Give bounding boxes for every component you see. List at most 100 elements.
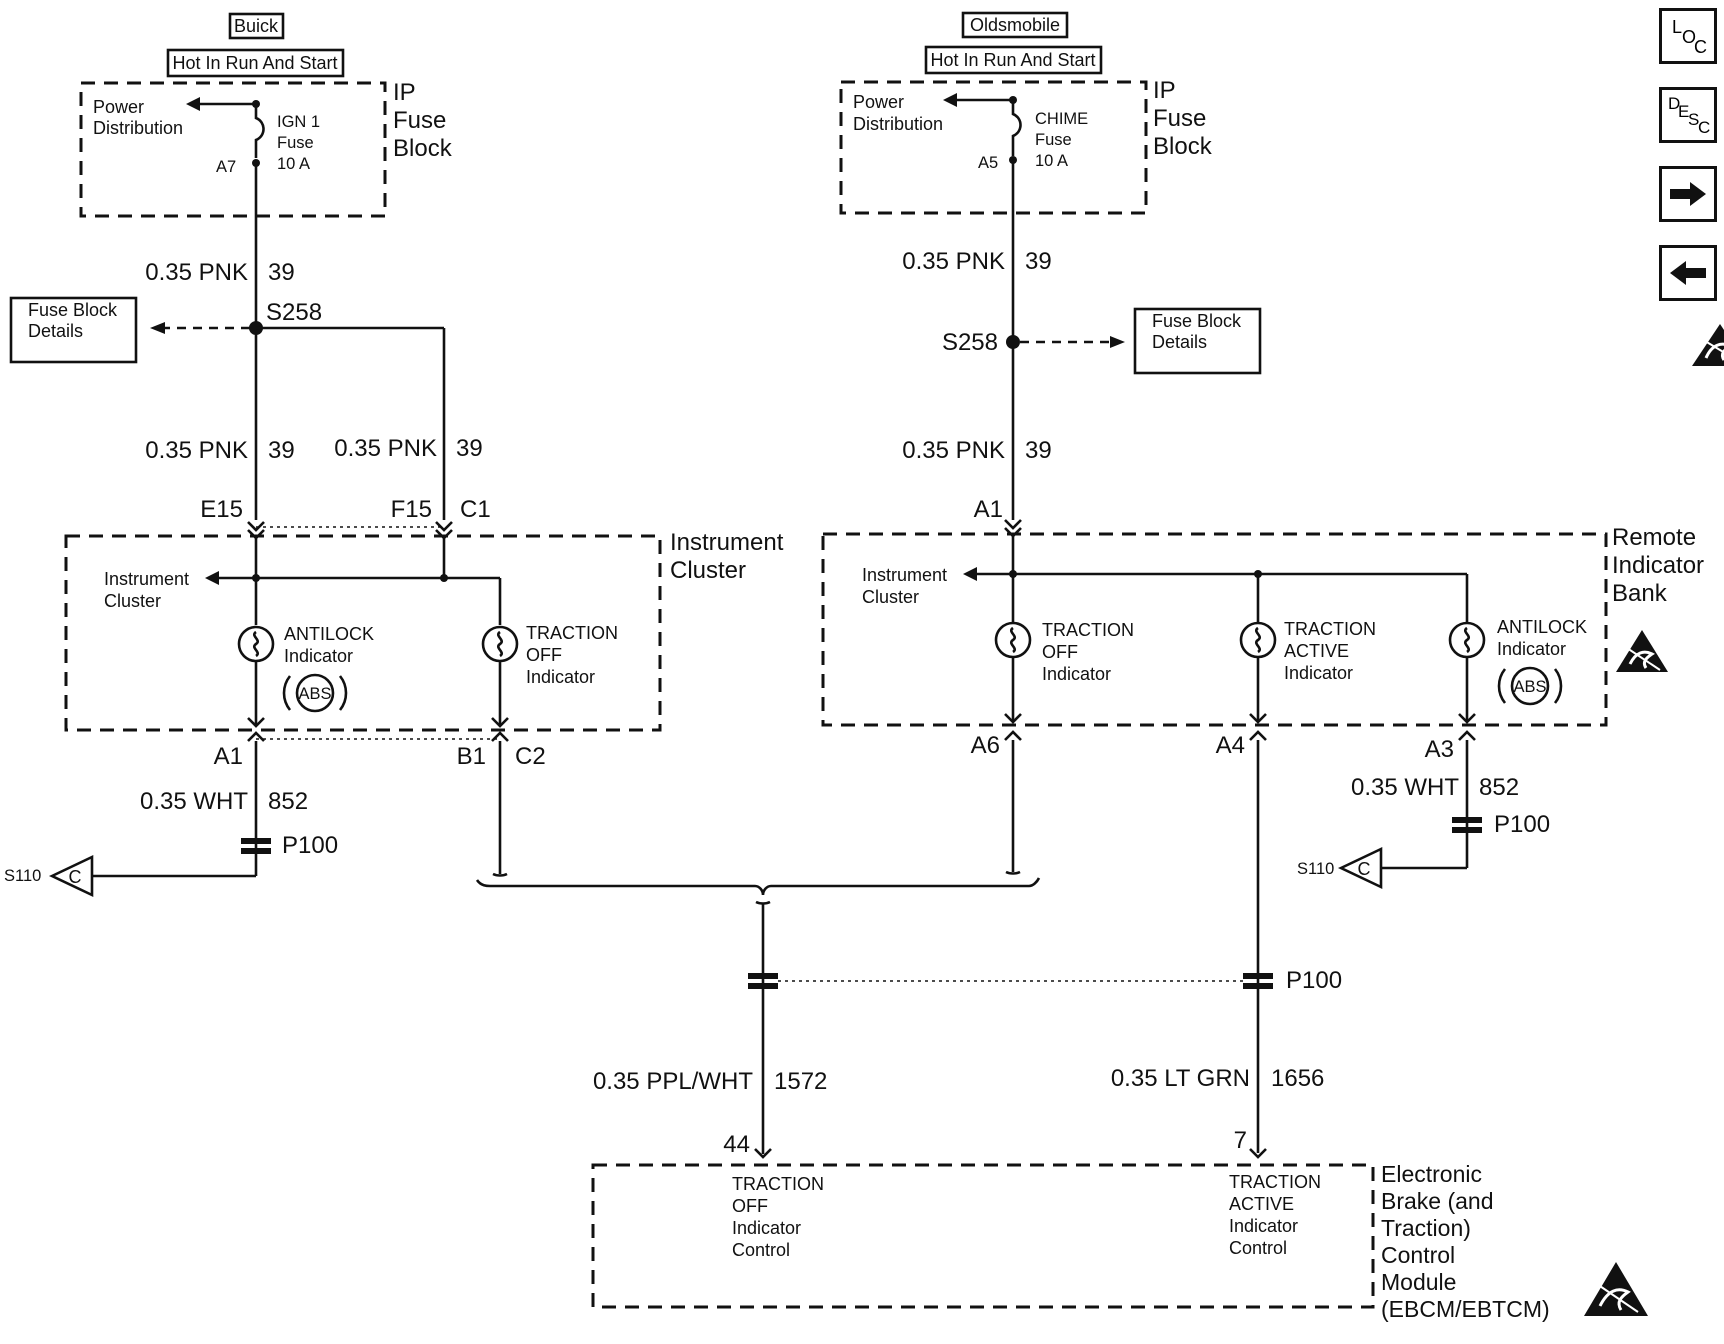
olds-power-dist-label-2: Distribution	[853, 114, 943, 134]
ebcm-traction-off-label: TRACTION	[732, 1174, 824, 1194]
buick-antilock-label: ANTILOCK	[284, 624, 374, 644]
olds-wire-top-gauge: 0.35 PNK	[902, 248, 1005, 275]
buick-hot-box	[166, 48, 345, 78]
ebcm-traction-off-label-2: OFF	[732, 1196, 768, 1216]
buick-fuse-block-details[interactable]	[9, 296, 138, 364]
olds-details-label: Fuse Block	[1152, 311, 1242, 331]
olds-traction-off-label-2: OFF	[1042, 642, 1078, 662]
olds-wire-abs-gauge: 0.35 WHT	[1351, 774, 1459, 801]
buick-power-dist-label: Power	[93, 97, 144, 117]
buick-fuse-block-title-2: Fuse	[393, 107, 446, 134]
buick-wire-right-circuit: 39	[456, 435, 483, 462]
olds-fuse-rating: 10 A	[1035, 152, 1068, 170]
buick-power-dist-label-2: Distribution	[93, 118, 183, 138]
buick-ic-arrow	[205, 571, 219, 585]
olds-traction-active-label-2: ACTIVE	[1284, 641, 1349, 661]
olds-pin-a4: A4	[1216, 732, 1245, 759]
buick-fuse-block-outline	[79, 81, 387, 218]
esd-warning-icon	[1692, 324, 1724, 366]
buick-pin-a1: A1	[214, 743, 243, 770]
ebcm-traction-off-label-3: Indicator	[732, 1218, 801, 1238]
olds-fuse-block-title-3: Block	[1153, 133, 1213, 160]
ebcm-traction-off-label-4: Control	[732, 1240, 790, 1260]
buick-instrument-cluster-outline	[64, 534, 662, 732]
olds-hot-label: Hot In Run And Start	[930, 50, 1095, 70]
next-button[interactable]	[1659, 166, 1717, 222]
desc-button[interactable]: D E S C	[1659, 87, 1717, 143]
buick-fuse-label: IGN 1	[277, 113, 320, 131]
buick-s110-label: S110	[4, 867, 41, 885]
olds-pin-a3: A3	[1425, 736, 1454, 763]
loc-button[interactable]: L O C	[1659, 8, 1717, 64]
olds-power-dist-arrow	[943, 93, 957, 107]
ebcm-traction-active-label-2: ACTIVE	[1229, 1194, 1294, 1214]
buick-make-box	[228, 12, 285, 40]
wire-ppl-circuit: 1572	[774, 1068, 827, 1095]
buick-wire-left-circuit: 39	[268, 437, 295, 464]
olds-details-label-2: Details	[1152, 332, 1207, 352]
buick-make-label: Buick	[234, 16, 279, 36]
buick-s110-ground-ref[interactable]	[48, 854, 94, 898]
buick-section: Buick Hot In Run And Start IP Fuse Block…	[4, 12, 784, 898]
esd-warning-icon	[1584, 1262, 1648, 1316]
buick-wire-top-circuit: 39	[268, 259, 295, 286]
olds-s110-label: S110	[1297, 860, 1334, 878]
olds-bank-title-3: Bank	[1612, 580, 1668, 607]
buick-ground-ref-letter: C	[69, 867, 82, 887]
buick-abs-badge	[295, 673, 335, 713]
wire-1572-bridge	[475, 877, 1041, 896]
olds-fuse-label: CHIME	[1035, 110, 1088, 128]
p100-1656-connector	[1243, 973, 1273, 989]
buick-splice-label: S258	[266, 299, 322, 326]
olds-pin-a6: A6	[971, 732, 1000, 759]
buick-details-label-2: Details	[28, 321, 83, 341]
olds-bank-title-2: Indicator	[1612, 552, 1704, 579]
buick-ign-fuse-symbol	[254, 104, 265, 158]
wire-grn-gauge: 0.35 LT GRN	[1111, 1065, 1250, 1092]
olds-hot-box	[924, 45, 1103, 75]
module-title-2: Brake (and	[1381, 1188, 1494, 1214]
buick-pin-b1: B1	[457, 743, 486, 770]
olds-p100-abs-connector	[1452, 817, 1482, 833]
buick-power-dist-arrow	[186, 97, 200, 111]
buick-ic-label-2: Cluster	[104, 591, 161, 611]
olds-bank-title: Remote	[1612, 524, 1696, 551]
buick-wire-top-gauge: 0.35 PNK	[145, 259, 248, 286]
pin-7: 7	[1234, 1127, 1247, 1154]
buick-traction-off-label-3: Indicator	[526, 667, 595, 687]
ebcm-section: P100 0.35 PPL/WHT 1572 0.35 LT GRN 1656 …	[475, 740, 1550, 1322]
buick-ic-label: Instrument	[104, 569, 189, 589]
olds-fuse-block-outline	[839, 80, 1148, 215]
olds-splice-label: S258	[942, 329, 998, 356]
buick-pin-f15: F15	[391, 496, 432, 523]
olds-power-dist-label: Power	[853, 92, 904, 112]
olds-s110-ground-ref[interactable]	[1337, 846, 1383, 890]
buick-wire-bottom-circuit: 852	[268, 788, 308, 815]
buick-fuse-block-title-3: Block	[393, 135, 453, 162]
olds-wire-top-circuit: 39	[1025, 248, 1052, 275]
esd-warning-icon	[1616, 630, 1668, 672]
olds-p100-abs-label: P100	[1494, 811, 1550, 838]
desc-icon: D E S C	[1668, 94, 1711, 137]
buick-antilock-label-2: Indicator	[284, 646, 353, 666]
ebcm-traction-active-label: TRACTION	[1229, 1172, 1321, 1192]
module-title-4: Control	[1381, 1242, 1455, 1268]
buick-connector-c2: C2	[515, 743, 546, 770]
arrow-right-icon	[1670, 182, 1706, 206]
buick-details-label: Fuse Block	[28, 300, 118, 320]
module-title-5: Module	[1381, 1269, 1456, 1295]
olds-fuse-pin: A5	[978, 154, 998, 172]
olds-wire-abs-circuit: 852	[1479, 774, 1519, 801]
buick-abs-badge-text: ABS	[298, 685, 331, 703]
module-title-3: Traction)	[1381, 1215, 1471, 1241]
olds-ic-label-2: Cluster	[862, 587, 919, 607]
buick-p100-connector	[241, 838, 271, 854]
buick-fuse-rating: 10 A	[277, 155, 310, 173]
olds-fuse-block-details[interactable]	[1133, 307, 1262, 375]
olds-make-box	[961, 11, 1069, 39]
pin-44: 44	[723, 1131, 750, 1158]
ebcm-traction-active-label-4: Control	[1229, 1238, 1287, 1258]
prev-button[interactable]	[1659, 245, 1717, 301]
olds-pin-a1: A1	[974, 496, 1003, 523]
olds-ic-label: Instrument	[862, 565, 947, 585]
